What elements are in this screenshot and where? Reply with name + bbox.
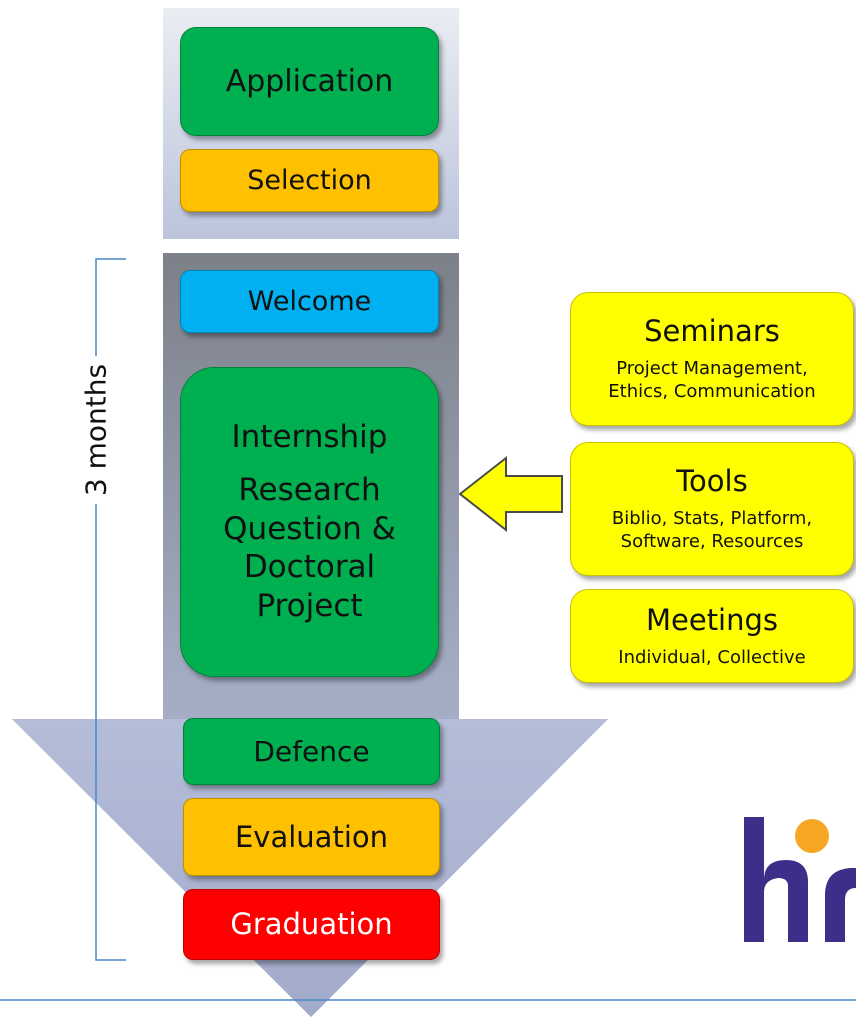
duration-label: 3 months xyxy=(79,355,113,505)
internship-title: Internship xyxy=(231,419,388,456)
stage-welcome-label: Welcome xyxy=(247,285,372,317)
stage-evaluation-label: Evaluation xyxy=(234,819,388,854)
internship-line: Question & xyxy=(223,510,396,547)
stage-defence-label: Defence xyxy=(253,735,370,768)
support-meetings-title: Meetings xyxy=(645,602,779,637)
support-meetings: Meetings Individual, Collective xyxy=(570,589,854,683)
internship-line: Research xyxy=(238,471,381,508)
duration-bracket xyxy=(95,258,126,961)
stage-internship: Internship Research Question & Doctoral … xyxy=(180,367,439,677)
internship-line: Doctoral xyxy=(243,549,376,586)
support-arrow xyxy=(458,455,563,533)
stage-graduation: Graduation xyxy=(183,889,440,960)
internship-line: Project xyxy=(256,588,363,625)
support-tools-detail: Biblio, Stats, Platform, xyxy=(611,508,813,529)
support-tools: Tools Biblio, Stats, Platform, Software,… xyxy=(570,442,854,576)
stage-selection-label: Selection xyxy=(247,164,372,196)
support-meetings-detail: Individual, Collective xyxy=(618,646,806,668)
support-seminars-title: Seminars xyxy=(644,314,780,349)
support-seminars-detail: Project Management, xyxy=(616,358,808,379)
support-tools-detail: Software, Resources xyxy=(620,531,804,553)
stage-defence: Defence xyxy=(183,718,440,785)
support-tools-title: Tools xyxy=(676,464,748,499)
support-seminars: Seminars Project Management, Ethics, Com… xyxy=(570,292,854,426)
support-seminars-detail: Ethics, Communication xyxy=(608,381,816,403)
stage-selection: Selection xyxy=(180,149,439,212)
stage-application-label: Application xyxy=(225,63,394,99)
stage-welcome: Welcome xyxy=(180,270,439,333)
stage-evaluation: Evaluation xyxy=(183,798,440,876)
stage-application: Application xyxy=(180,27,439,136)
stage-graduation-label: Graduation xyxy=(230,907,393,942)
hr-logo xyxy=(744,817,856,942)
